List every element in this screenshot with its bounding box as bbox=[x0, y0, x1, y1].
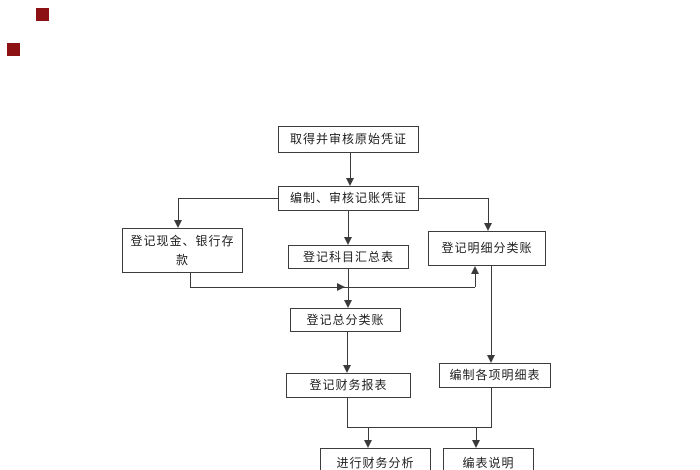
edge-rail-j-arrowhead-icon bbox=[472, 440, 480, 448]
red-square-marker-top bbox=[36, 8, 49, 21]
node-prepare-audit-bookkeeping-vouchers: 编制、审核记账凭证 bbox=[278, 186, 419, 211]
edge-d-f-arrowhead-icon bbox=[344, 300, 352, 308]
edge-b-c-hline bbox=[178, 198, 278, 199]
edge-g-rail-line bbox=[347, 398, 348, 428]
node-conduct-financial-analysis: 进行财务分析 bbox=[320, 448, 431, 470]
edge-rail-j-line bbox=[476, 427, 477, 441]
red-square-marker-left bbox=[7, 43, 20, 56]
node-statement-notes: 编表说明 bbox=[443, 448, 534, 470]
node-register-general-ledger: 登记总分类账 bbox=[290, 308, 401, 332]
edge-b-e-vline bbox=[488, 198, 489, 224]
edge-c-drop-line bbox=[190, 273, 191, 288]
edge-f-g-line bbox=[347, 332, 348, 366]
edge-a-b-line bbox=[350, 153, 351, 179]
edge-e-h-line bbox=[491, 266, 492, 356]
bottom-rail-hline bbox=[347, 427, 492, 428]
edge-b-c-vline bbox=[178, 198, 179, 221]
edge-a-b-arrowhead-icon bbox=[346, 178, 354, 186]
edge-b-d-arrowhead-icon bbox=[344, 237, 352, 245]
edge-cross-e-vline bbox=[475, 273, 476, 287]
edge-rail-i-line bbox=[368, 427, 369, 441]
edge-b-e-hline bbox=[419, 198, 488, 199]
edge-h-rail-line bbox=[491, 388, 492, 428]
edge-e-h-arrowhead-icon bbox=[487, 355, 495, 363]
node-register-account-summary-table: 登记科目汇总表 bbox=[288, 245, 409, 269]
node-register-subsidiary-ledger: 登记明细分类账 bbox=[428, 231, 546, 266]
edge-d-f-line bbox=[348, 269, 349, 301]
edge-rail-i-arrowhead-icon bbox=[364, 440, 372, 448]
edge-b-c-arrowhead-icon bbox=[174, 220, 182, 228]
cross-hline bbox=[190, 287, 475, 288]
node-register-cash-bank-deposits: 登记现金、银行存款 bbox=[122, 228, 243, 273]
node-obtain-audit-original-vouchers: 取得并审核原始凭证 bbox=[278, 126, 419, 153]
cross-right-arrowhead-icon bbox=[337, 283, 345, 291]
edge-cross-e-arrowhead-icon bbox=[471, 266, 479, 274]
edge-b-d-line bbox=[348, 211, 349, 238]
node-register-financial-statements: 登记财务报表 bbox=[286, 373, 411, 398]
node-prepare-detail-schedules: 编制各项明细表 bbox=[439, 363, 551, 388]
edge-f-g-arrowhead-icon bbox=[343, 365, 351, 373]
edge-b-e-arrowhead-icon bbox=[484, 223, 492, 231]
